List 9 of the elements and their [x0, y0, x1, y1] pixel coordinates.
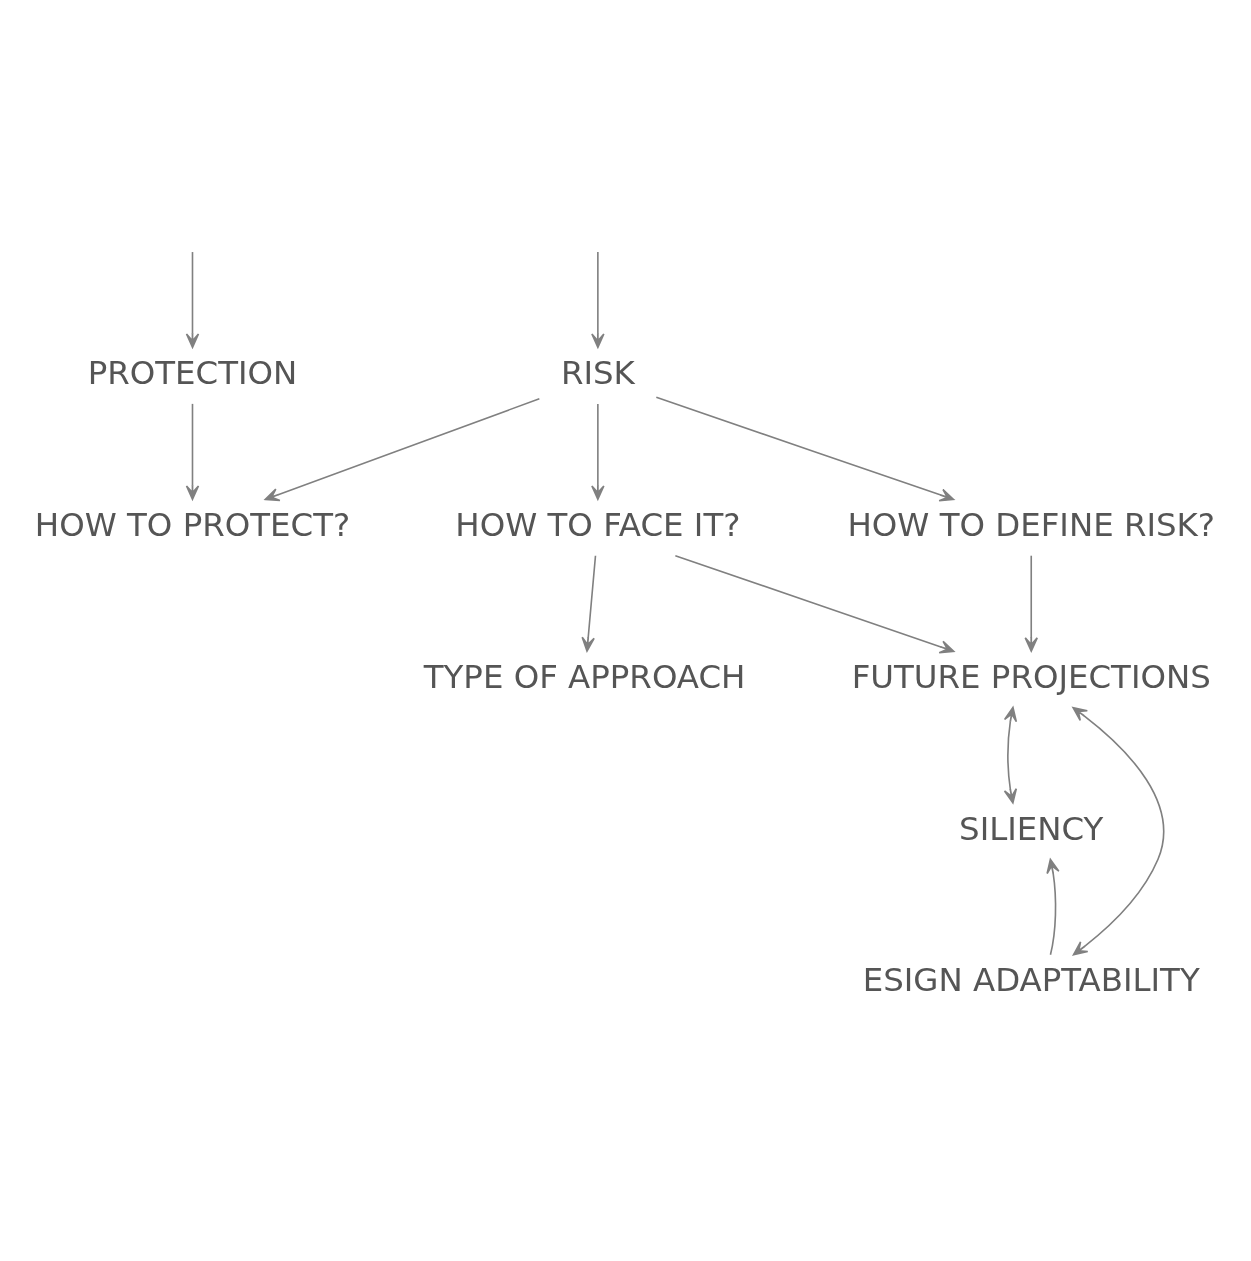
node-text: FUTURE PROJECTIONS — [851, 657, 1211, 696]
node-text: RISK — [560, 353, 635, 392]
node-text: ESIGN ADAPTABILITY — [862, 960, 1200, 999]
node-text: HOW TO DEFINE RISK? — [847, 505, 1216, 544]
node-text: SILIENCY — [959, 809, 1104, 848]
node-text: HOW TO PROTECT? — [34, 505, 351, 544]
node-text: PROTECTION — [87, 353, 298, 392]
node-text: TYPE OF APPROACH — [423, 657, 746, 696]
node-text: HOW TO FACE IT? — [455, 505, 741, 544]
